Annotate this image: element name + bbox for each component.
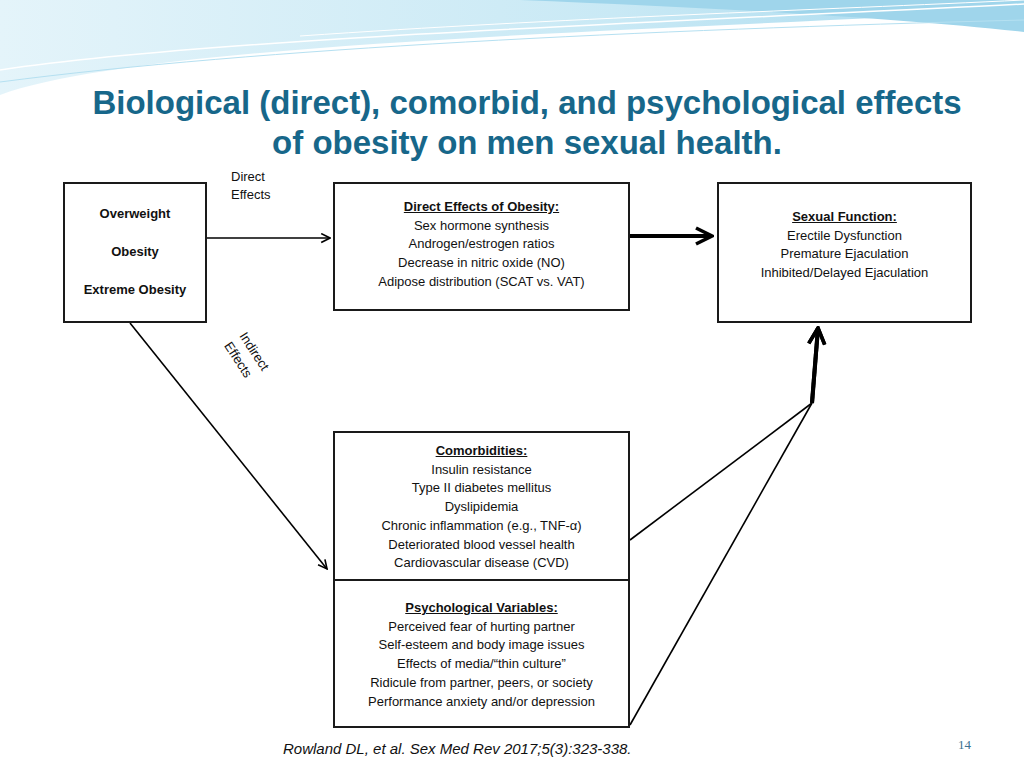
- box-text: Perceived fear of hurting partner: [341, 618, 622, 637]
- weight-category-box: OverweightObesityExtreme Obesity: [63, 182, 207, 323]
- connector-segment: [207, 237, 330, 239]
- connector-segment: [812, 328, 818, 403]
- box-text: Effects of media/“thin culture”: [341, 655, 622, 674]
- psychological-box: Psychological Variables:Perceived fear o…: [333, 579, 630, 728]
- swoosh-line: [0, 20, 1024, 82]
- connector-segment: [130, 323, 327, 569]
- box-text: Deteriorated blood vessel health: [341, 536, 622, 555]
- box-text: Chronic inflammation (e.g., TNF-α): [341, 517, 622, 536]
- citation-caption: Rowland DL, et al. Sex Med Rev 2017;5(3)…: [283, 740, 632, 757]
- comorbidities-box: Comorbidities:Insulin resistanceType II …: [333, 431, 630, 581]
- box-text: Cardiovascular disease (CVD): [341, 554, 622, 573]
- arrow-connector: [207, 238, 330, 239]
- box-text: Erectile Dysfunction: [725, 227, 964, 246]
- box-text: Extreme Obesity: [69, 281, 201, 300]
- box-text: Obesity: [69, 243, 201, 262]
- box-text: Overweight: [69, 205, 201, 224]
- box-text: Self-esteem and body image issues: [341, 636, 622, 655]
- connector-segment: [630, 403, 812, 540]
- page-number: 14: [958, 737, 971, 753]
- swoosh-line: [300, 0, 1024, 36]
- box-text: Inhibited/Delayed Ejaculation: [725, 264, 964, 283]
- box-heading: Sexual Function:: [725, 208, 964, 227]
- box-text: Performance anxiety and/or depression: [341, 693, 622, 712]
- edge-label: Indirect Effects: [220, 329, 281, 396]
- box-text: Sex hormone synthesis: [341, 217, 622, 236]
- outcome-box: Sexual Function:Erectile DysfunctionPrem…: [717, 182, 972, 323]
- box-heading: Psychological Variables:: [341, 599, 622, 618]
- swoosh-line: [0, 4, 1024, 70]
- connector-segment: [630, 234, 712, 238]
- box-text: Androgen/estrogen ratios: [341, 235, 622, 254]
- arrow-connector: [130, 323, 327, 569]
- swoosh-band: [0, 0, 1024, 95]
- box-text: Ridicule from partner, peers, or society: [341, 674, 622, 693]
- box-text: Decrease in nitric oxide (NO): [341, 254, 622, 273]
- arrow-connector: [630, 328, 818, 540]
- connector-segment: [630, 403, 812, 725]
- box-heading: Comorbidities:: [341, 442, 622, 461]
- arrow-connector: [630, 236, 712, 237]
- box-text: Dyslipidemia: [341, 498, 622, 517]
- arrow-connector: [630, 328, 818, 725]
- direct-effects-box: Direct Effects of Obesity:Sex hormone sy…: [333, 182, 630, 311]
- box-text: Type II diabetes mellitus: [341, 479, 622, 498]
- box-text: Adipose distribution (SCAT vs. VAT): [341, 273, 622, 292]
- edge-label: Direct Effects: [231, 168, 287, 204]
- box-heading: Direct Effects of Obesity:: [341, 198, 622, 217]
- box-text: Premature Ejaculation: [725, 245, 964, 264]
- slide-title: Biological (direct), comorbid, and psych…: [82, 83, 972, 163]
- box-text: Insulin resistance: [341, 461, 622, 480]
- connector-segment: [812, 328, 818, 403]
